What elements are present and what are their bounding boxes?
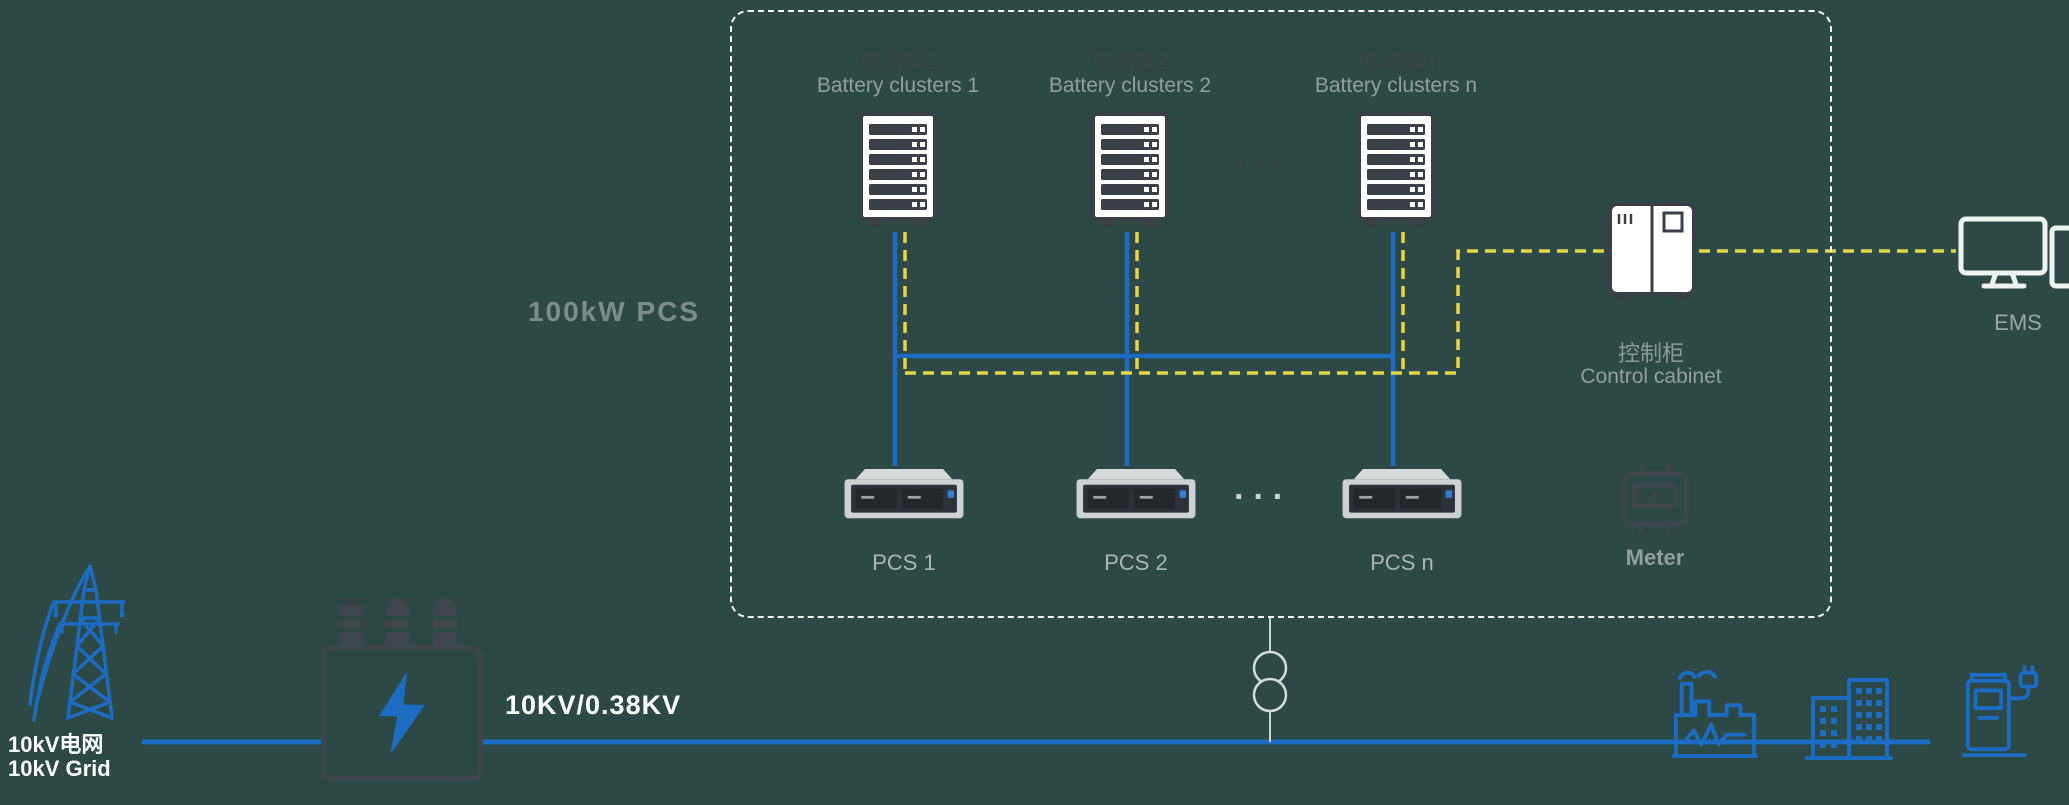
ems-label: EMS — [1994, 310, 2042, 335]
ev-charger-icon — [1960, 664, 2048, 762]
battery-cluster-n-label-en: Battery clusters n — [1314, 74, 1478, 97]
battery-cluster-n-label-zh: 电池簇n — [1356, 49, 1436, 74]
comm-bus-line — [905, 249, 1605, 375]
buildings-icon — [1803, 674, 1895, 762]
transformer-ratio-label: 10KV/0.38KV — [505, 690, 682, 720]
transformer-symbol-bottom — [1252, 677, 1288, 713]
control-cabinet-label-zh: 控制柜 — [1617, 341, 1684, 366]
battery-cluster-2-label-en: Battery clusters 2 — [1048, 74, 1212, 97]
transformer-bushing-icon — [383, 598, 413, 648]
pcs-n-label: PCS n — [1370, 550, 1434, 575]
pcs-unit-icon — [839, 466, 969, 524]
transformer-icon — [321, 645, 483, 781]
lightning-bolt-icon — [378, 671, 426, 755]
transformer-bushing-icon — [430, 598, 460, 648]
system-power-label: 100kW PCS — [527, 296, 701, 327]
grid-label-en: 10kV Grid — [8, 756, 111, 781]
pcs-unit-icon — [1337, 466, 1467, 524]
system-boundary-box — [730, 10, 1832, 618]
battery-cluster-1-label-zh: 电池簇1 — [858, 49, 938, 74]
control-cabinet-icon — [1607, 201, 1697, 301]
battery-cluster-1-label-en: Battery clusters 1 — [816, 74, 980, 97]
transmission-tower-icon — [28, 554, 150, 722]
battery-rack-icon — [1356, 112, 1436, 230]
ems-monitor-icon — [1958, 216, 2069, 296]
transformer-bushing-icon — [336, 598, 366, 648]
meter-label: Meter — [1625, 545, 1685, 570]
battery-cluster-2-label-zh: 电池簇2 — [1090, 49, 1170, 74]
pcs-ellipsis: ··· — [1234, 478, 1292, 516]
grid-label-zh: 10kV电网 — [8, 732, 104, 757]
pcs-1-label: PCS 1 — [872, 550, 936, 575]
meter-icon — [1618, 462, 1692, 534]
control-cabinet-label-en: Control cabinet — [1580, 365, 1722, 388]
battery-rack-icon — [1090, 112, 1170, 230]
factory-icon — [1672, 668, 1758, 762]
pcs-2-label: PCS 2 — [1104, 550, 1168, 575]
pcs-unit-icon — [1071, 466, 1201, 524]
battery-rack-icon — [858, 112, 938, 230]
cluster-ellipsis: ··· — [1234, 146, 1292, 184]
